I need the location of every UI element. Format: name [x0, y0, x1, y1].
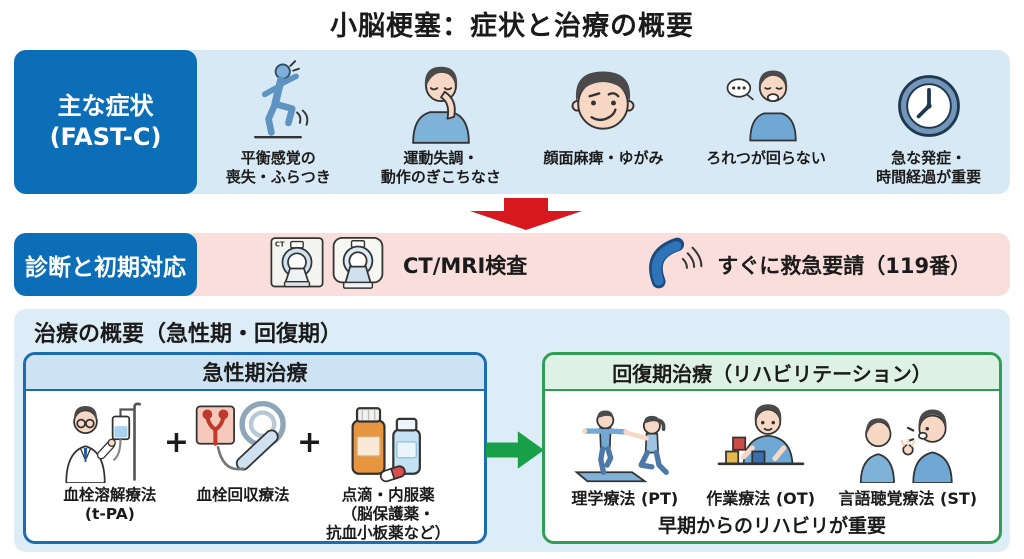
- emergency-call-label: すぐに救急要請（119番）: [717, 253, 972, 278]
- diagnosis-band: 診断と初期対応 CT: [14, 233, 1010, 296]
- page-title: 小脳梗塞：症状と治療の概要: [330, 11, 694, 42]
- symptom-items: 平衡感覚の 喪失・ふらつき 運動失調・ 動作のぎこちなさ: [197, 50, 1010, 194]
- acute-box-title: 急性期治療: [26, 355, 484, 391]
- diagnosis-content: CT: [197, 233, 1010, 296]
- recovery-box-content: 理学療法 (PT): [545, 391, 999, 509]
- symptoms-band: 主な症状 (FAST-C): [14, 50, 1010, 194]
- stumbling-person-icon: [240, 50, 316, 146]
- recovery-item-label: 作業療法 (OT): [706, 489, 816, 508]
- acute-item-tpa: 血栓溶解療法 (t-PA): [60, 397, 160, 524]
- recovery-item-pt: 理学療法 (PT): [567, 395, 683, 509]
- acute-item-label: 点滴・内服薬 （脳保護薬・ 抗血小板薬など）: [326, 486, 451, 542]
- recovery-note: 早期からのリハビリが重要: [657, 515, 886, 537]
- symptom-slurred-speech: ろれつが回らない: [685, 50, 848, 194]
- symptom-label: 平衡感覚の 喪失・ふらつき: [225, 149, 331, 186]
- treatment-section-title: 治療の概要（急性期・回復期）: [34, 322, 343, 347]
- acute-treatment-box: 急性期治療: [23, 352, 487, 544]
- recovery-box-title: 回復期治療（リハビリテーション）: [545, 355, 999, 391]
- speech-therapy-icon: [852, 395, 964, 483]
- recovery-item-st: 言語聴覚療法 (ST): [838, 395, 977, 509]
- iv-drip-doctor-icon: [60, 397, 160, 483]
- scanner-icons: CT: [269, 235, 387, 295]
- physical-therapy-icon: [567, 395, 683, 483]
- clock-icon: [891, 50, 967, 146]
- medication-bottles-icon: [342, 397, 434, 483]
- thrombectomy-device-icon: [193, 397, 293, 483]
- green-right-arrow: [486, 429, 544, 475]
- acute-item-thrombectomy: 血栓回収療法: [193, 397, 293, 505]
- occupational-therapy-icon: [705, 395, 817, 483]
- diagnosis-band-label: 診断と初期対応: [14, 233, 197, 296]
- ct-badge-text: CT: [275, 240, 285, 248]
- red-down-arrow: [470, 198, 582, 234]
- facial-droop-face-icon: [563, 50, 643, 146]
- acute-item-label: 血栓溶解療法 (t-PA): [63, 486, 157, 523]
- imaging-label: CT/MRI検査: [403, 253, 528, 278]
- plus-sign: +: [163, 425, 189, 460]
- slurred-speech-person-icon: [724, 50, 808, 146]
- acute-item-medication: 点滴・内服薬 （脳保護薬・ 抗血小板薬など）: [326, 397, 451, 542]
- recovery-item-label: 言語聴覚療法 (ST): [838, 489, 978, 508]
- ct-scanner-icon: CT: [269, 236, 325, 294]
- symptom-label: 顔面麻痺・ゆがみ: [543, 149, 664, 167]
- plus-sign: +: [296, 425, 323, 460]
- acute-box-content: 血栓溶解療法 (t-PA) +: [26, 391, 484, 542]
- symptom-label: ろれつが回らない: [706, 149, 826, 167]
- mri-scanner-icon: [329, 235, 387, 295]
- recovery-item-label: 理学療法 (PT): [571, 489, 679, 508]
- recovery-treatment-box: 回復期治療（リハビリテーション）: [542, 352, 1002, 544]
- treatment-band: 治療の概要（急性期・回復期） 急性期治療: [14, 309, 1010, 552]
- finger-to-nose-person-icon: [402, 50, 480, 146]
- symptom-label: 急な発症・ 時間経過が重要: [876, 149, 982, 186]
- symptoms-band-label: 主な症状 (FAST-C): [14, 50, 197, 194]
- recovery-item-ot: 作業療法 (OT): [705, 395, 817, 509]
- symptom-ataxia: 運動失調・ 動作のぎこちなさ: [360, 50, 523, 194]
- symptom-balance: 平衡感覚の 喪失・ふらつき: [197, 50, 360, 194]
- acute-item-label: 血栓回収療法: [196, 486, 290, 504]
- phone-icon: [645, 235, 703, 295]
- symptom-sudden-onset: 急な発症・ 時間経過が重要: [847, 50, 1010, 194]
- symptom-label: 運動失調・ 動作のぎこちなさ: [380, 149, 501, 186]
- symptom-facial-droop: 顔面麻痺・ゆがみ: [522, 50, 685, 194]
